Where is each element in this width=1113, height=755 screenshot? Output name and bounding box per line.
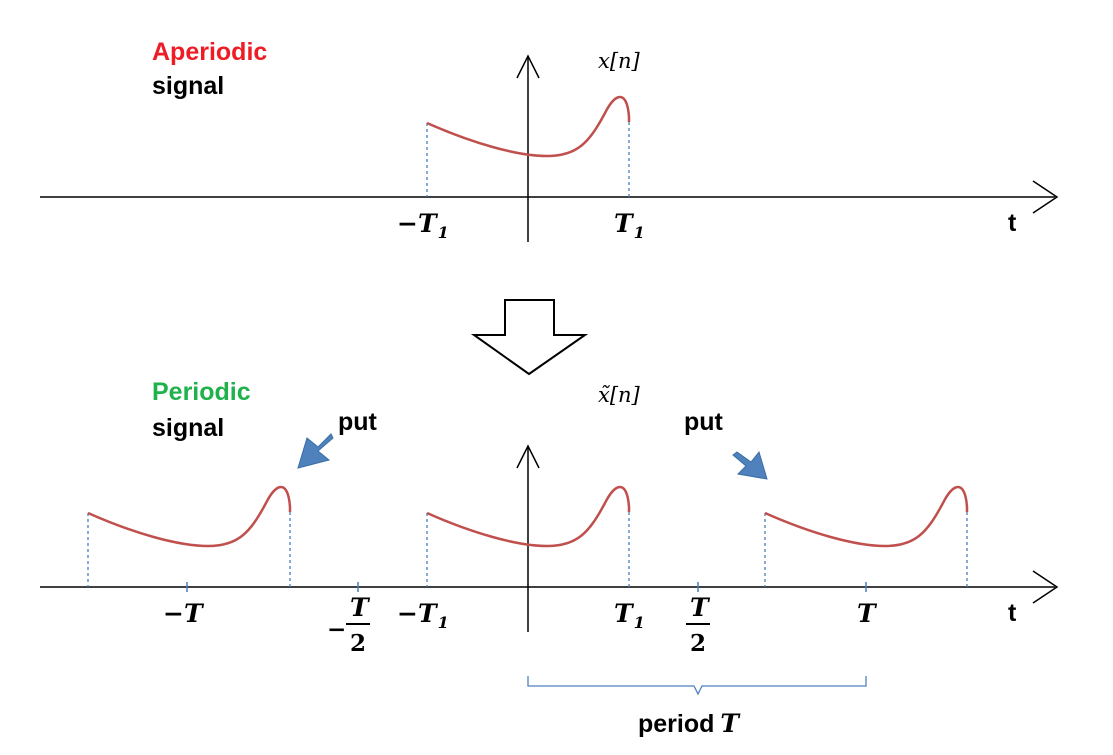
aperiodic-panel: Aperiodic signal t x[n] −T1 T1 xyxy=(40,38,1059,242)
time-axis-arrowhead-bottom xyxy=(1032,570,1059,604)
tick-half-T: T 2 xyxy=(686,593,711,657)
tick-t1-top: T1 xyxy=(614,209,645,242)
tick-neg-T: −T xyxy=(163,599,205,628)
signal-label-bottom: x̃[n] xyxy=(598,383,641,407)
time-axis-arrowhead-top xyxy=(1032,180,1059,214)
aperiodic-title-word: Aperiodic xyxy=(152,38,267,66)
neg-half-sign: − xyxy=(327,616,346,643)
transition-down-arrow xyxy=(470,299,589,376)
signal-label-top: x[n] xyxy=(598,49,641,73)
signal-pulse-center xyxy=(426,485,631,548)
tick-neg-t1-bottom: −T1 xyxy=(397,599,449,632)
tick-neg-t1-top: −T1 xyxy=(397,209,449,242)
put-arrow-left xyxy=(297,433,334,469)
signal-pulse-left xyxy=(87,485,292,548)
half-denominator: 2 xyxy=(690,630,706,657)
signal-word-top: signal xyxy=(152,72,224,100)
tick-neg-half-T: − T 2 xyxy=(327,593,371,657)
put-label-left: put xyxy=(338,408,378,436)
period-brace xyxy=(527,676,867,696)
put-label-right: put xyxy=(684,408,724,436)
tick-t1-bottom: T1 xyxy=(614,599,645,632)
signal-pulse-right xyxy=(764,485,969,548)
periodic-title-word: Periodic xyxy=(152,378,251,406)
tick-T: T xyxy=(857,599,878,628)
half-numerator: T xyxy=(690,593,711,622)
axis-label-t-top: t xyxy=(1008,209,1017,237)
put-arrow-right xyxy=(732,450,768,480)
vertical-axis-arrowhead-bottom xyxy=(516,444,540,469)
signal-pulse-top xyxy=(426,95,631,158)
signal-word-bottom: signal xyxy=(152,414,224,442)
vertical-axis-arrowhead-top xyxy=(516,54,540,79)
axis-label-t-bottom: t xyxy=(1008,599,1017,627)
neg-half-denominator: 2 xyxy=(350,630,366,657)
periodic-panel: Periodic signal put put t x̃[n] − xyxy=(40,378,1059,738)
neg-half-numerator: T xyxy=(350,593,371,622)
